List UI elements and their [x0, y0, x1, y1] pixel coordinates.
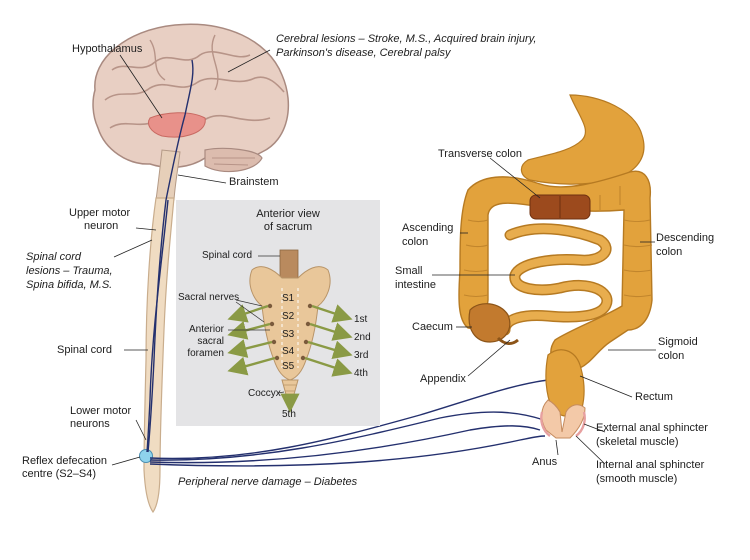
inset-nerve-5th: 5th — [282, 409, 296, 420]
inset-nerve-1st: 1st — [354, 314, 368, 325]
label-anus: Anus — [532, 456, 558, 468]
label-peripheral-nerve-damage: Peripheral nerve damage – Diabetes — [178, 476, 358, 488]
inset-label-foramen-line1: Anterior — [188, 324, 224, 335]
sacrum-inset — [176, 200, 380, 426]
label-upper-motor-neuron-line2: neuron — [84, 220, 119, 232]
inset-nerve-4th: 4th — [354, 368, 368, 379]
inset-title-line1: Anterior view — [256, 208, 320, 220]
inset-segment-s3: S3 — [282, 329, 295, 340]
label-internal-sphincter-line2: (smooth muscle) — [596, 473, 678, 485]
label-hypothalamus: Hypothalamus — [72, 43, 143, 55]
inset-label-sacral-nerves: Sacral nerves — [178, 292, 240, 303]
nerve-pathways — [146, 59, 549, 467]
label-reflex-centre-line1: Reflex defecation — [22, 455, 107, 467]
inset-label-coccyx: Coccyx — [248, 388, 281, 399]
label-internal-sphincter-line1: Internal anal sphincter — [596, 459, 705, 471]
label-spinal-lesions-line1: Spinal cord — [26, 251, 82, 263]
inset-segment-s4: S4 — [282, 346, 295, 357]
label-small-intestine-line1: Small — [395, 265, 423, 277]
label-lower-motor-neurons-line2: neurons — [70, 418, 110, 430]
inset-label-foramen-line3: foramen — [187, 348, 224, 359]
colon-illustration — [458, 94, 653, 439]
label-sigmoid-colon-line2: colon — [658, 350, 685, 362]
label-descending-colon-line1: Descending — [656, 232, 715, 244]
label-small-intestine-line2: intestine — [395, 279, 436, 291]
inset-title-line2: of sacrum — [263, 221, 313, 233]
label-cerebral-lesions-line2: Parkinson's disease, Cerebral palsy — [276, 47, 451, 59]
inset-nerve-3rd: 3rd — [354, 350, 369, 361]
label-lower-motor-neurons-line1: Lower motor — [70, 405, 132, 417]
spinal-cord-illustration — [139, 197, 175, 514]
label-reflex-centre-line2: centre (S2–S4) — [22, 468, 96, 480]
label-transverse-colon: Transverse colon — [438, 148, 522, 160]
inset-segment-s1: S1 — [282, 293, 295, 304]
inset-nerve-2nd: 2nd — [354, 332, 371, 343]
inset-segment-s5: S5 — [282, 361, 295, 372]
label-spinal-lesions-line3: Spina bifida, M.S. — [26, 279, 113, 291]
label-spinal-cord: Spinal cord — [57, 344, 113, 356]
label-ascending-colon-line2: colon — [402, 236, 429, 248]
label-brainstem: Brainstem — [229, 176, 279, 188]
label-upper-motor-neuron-line1: Upper motor — [69, 207, 131, 219]
label-ascending-colon-line1: Ascending — [402, 222, 454, 234]
inset-label-spinal-cord: Spinal cord — [202, 250, 253, 261]
label-external-sphincter-line2: (skeletal muscle) — [596, 436, 679, 448]
label-spinal-lesions-line2: lesions – Trauma, — [26, 265, 113, 277]
brain-illustration — [92, 23, 290, 201]
label-sigmoid-colon-line1: Sigmoid — [658, 336, 698, 348]
inset-segment-s2: S2 — [282, 311, 295, 322]
label-external-sphincter-line1: External anal sphincter — [596, 422, 708, 434]
label-descending-colon-line2: colon — [656, 246, 683, 258]
label-caecum: Caecum — [412, 321, 453, 333]
label-rectum: Rectum — [635, 391, 673, 403]
inset-label-foramen-line2: sacral — [197, 336, 224, 347]
label-cerebral-lesions-line1: Cerebral lesions – Stroke, M.S., Acquire… — [276, 33, 537, 45]
label-leaders — [111, 49, 656, 466]
label-appendix: Appendix — [420, 373, 466, 385]
